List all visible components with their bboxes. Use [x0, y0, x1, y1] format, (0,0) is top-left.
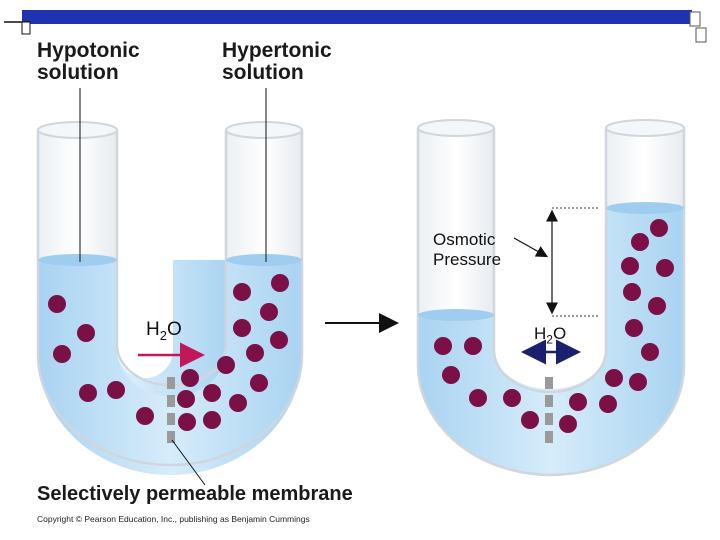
copyright-text: Copyright © Pearson Education, Inc., pub…: [37, 514, 310, 524]
h2o-right-label: H2O: [534, 324, 567, 347]
left-solute-particles: [48, 274, 289, 431]
hypertonic-label: Hypertonic solution: [222, 39, 332, 84]
right-solute-particles: [434, 219, 674, 433]
osmotic-pressure-label: Osmotic Pressure: [433, 230, 502, 269]
right-membrane: [545, 377, 553, 443]
h2o-left-label: H2O: [146, 319, 182, 343]
osmotic-pressure-indicator: [513, 207, 600, 317]
hypotonic-label: Hypotonic solution: [37, 39, 140, 84]
header-bar: [4, 10, 707, 43]
membrane-label: Selectively permeable membrane: [37, 483, 353, 505]
left-membrane: [167, 377, 175, 443]
right-u-tube: [416, 119, 686, 477]
membrane-pointer: [171, 439, 206, 486]
